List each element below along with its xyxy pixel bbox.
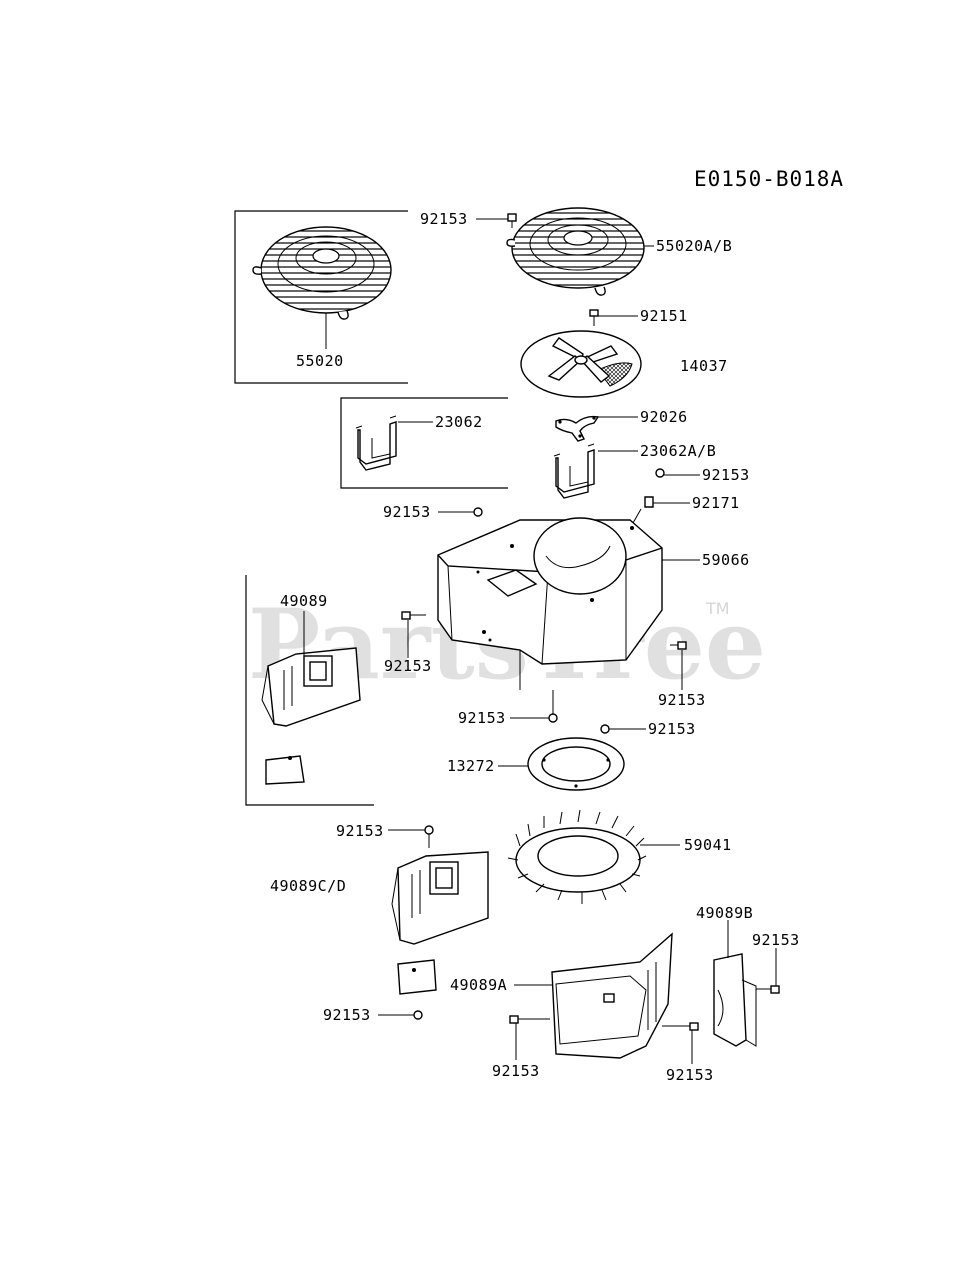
label-92153-cd-bottom: 92153 (323, 1006, 371, 1024)
label-23062: 23062 (435, 413, 483, 431)
cover-49089a (551, 932, 673, 1059)
rotating-screen-55020 (252, 226, 392, 320)
label-92153-right-1: 92153 (702, 466, 750, 484)
screw-92153-mid-left (401, 611, 426, 620)
label-55020ab: 55020A/B (656, 237, 732, 255)
bracket-23062 (355, 415, 397, 471)
label-49089b: 49089B (696, 904, 753, 922)
variant-box-23062 (340, 397, 508, 489)
fan-14037 (520, 330, 642, 398)
screw-92153-mid-right (670, 641, 687, 650)
rotating-screen-55020ab (506, 207, 645, 296)
screw-92153-left-1 (473, 507, 483, 517)
label-59041: 59041 (684, 836, 732, 854)
variant-box-55020 (234, 210, 408, 384)
screw-92153-a-1 (509, 1015, 550, 1024)
label-49089a: 49089A (450, 976, 507, 994)
cover-49089 (261, 647, 361, 785)
fan-housing-59066 (437, 517, 663, 690)
clip-92171 (632, 496, 654, 524)
label-14037: 14037 (680, 357, 728, 375)
label-49089: 49089 (280, 592, 328, 610)
label-92153-left-1: 92153 (383, 503, 431, 521)
label-92153-bolt-right: 92153 (648, 720, 696, 738)
screw-92153-cd-top (424, 825, 434, 848)
label-92153-mid-right: 92153 (658, 691, 706, 709)
label-55020: 55020 (296, 352, 344, 370)
label-92171: 92171 (692, 494, 740, 512)
diagram-code: E0150-B018A (694, 167, 844, 191)
label-49089cd: 49089C/D (270, 877, 346, 895)
label-92153-b: 92153 (752, 931, 800, 949)
screw-92153-a-2 (662, 1022, 699, 1031)
variant-box-49089 (245, 575, 374, 806)
screw-92153-top (507, 213, 517, 228)
label-92151: 92151 (640, 307, 688, 325)
label-92026: 92026 (640, 408, 688, 426)
bolt-92153-right (600, 724, 610, 734)
watermark-trademark: TM (705, 599, 730, 618)
screw-92153-cd-bottom (413, 1010, 423, 1020)
backplate-13272 (527, 737, 625, 791)
bracket-23062ab (553, 443, 595, 499)
screw-92153-b (756, 985, 780, 994)
label-92153-a-2: 92153 (666, 1066, 714, 1084)
plate-92026 (555, 415, 600, 442)
cover-49089b (713, 953, 757, 1047)
label-23062ab: 23062A/B (640, 442, 716, 460)
label-92153-mid-left: 92153 (384, 657, 432, 675)
label-92153-top: 92153 (420, 210, 468, 228)
label-92153-cd-top: 92153 (336, 822, 384, 840)
flywheel-fins-59041 (507, 809, 647, 904)
label-92153-a-1: 92153 (492, 1062, 540, 1080)
screw-92151 (589, 309, 599, 326)
label-92153-bolt-center: 92153 (458, 709, 506, 727)
screw-92153-right-1 (655, 468, 665, 478)
label-59066: 59066 (702, 551, 750, 569)
cover-49089cd (391, 851, 489, 995)
label-13272: 13272 (447, 757, 495, 775)
